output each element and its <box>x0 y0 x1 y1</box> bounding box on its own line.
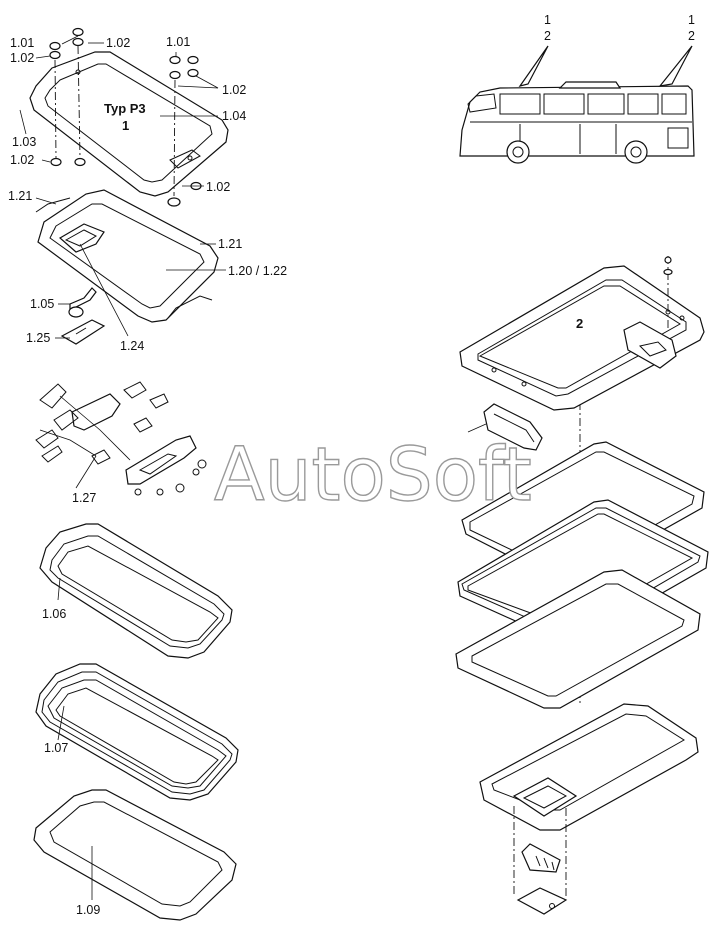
label-1-02-b: 1.02 <box>106 36 130 50</box>
glass-frame-1.07 <box>35 663 239 801</box>
label-1-03: 1.03 <box>12 135 36 149</box>
bus-label-left-1: 1 <box>544 13 551 27</box>
roof-hatch-frame-2 <box>459 256 705 411</box>
roof-hatch-housing-1 <box>35 189 219 323</box>
assembly-1-type: Typ P3 <box>104 101 146 116</box>
label-1-06: 1.06 <box>42 607 66 621</box>
label-1-21-a: 1.21 <box>8 189 32 203</box>
glass-frame-2 <box>457 499 709 643</box>
label-1-21-b: 1.21 <box>218 237 242 251</box>
mechanism-exploded-view <box>35 381 207 496</box>
interior-trim-2 <box>479 703 699 831</box>
bus-label-left-2: 2 <box>544 29 551 43</box>
seal-ring-2 <box>455 569 701 709</box>
leaders-left <box>19 35 226 900</box>
label-1-07: 1.07 <box>44 741 68 755</box>
assembly-1-number: 1 <box>122 118 129 133</box>
actuator-2 <box>513 806 568 915</box>
bolts-group-top <box>49 27 202 207</box>
bus-label-right-1: 1 <box>688 13 695 27</box>
label-1-02-a: 1.02 <box>10 51 34 65</box>
label-1-02-d: 1.02 <box>10 153 34 167</box>
label-1-25: 1.25 <box>26 331 50 345</box>
glass-pane-1.06 <box>39 523 233 659</box>
bus-illustration <box>459 45 695 164</box>
mechanism-2 <box>467 403 543 451</box>
label-1-01-a: 1.01 <box>10 36 34 50</box>
latch-parts <box>60 287 106 345</box>
seal-ring-1.09 <box>33 789 237 921</box>
label-1-27: 1.27 <box>72 491 96 505</box>
label-1-09: 1.09 <box>76 903 100 917</box>
watermark: AutoSoft <box>214 432 532 518</box>
label-1-24: 1.24 <box>120 339 144 353</box>
label-1-04: 1.04 <box>222 109 246 123</box>
label-1-01-b: 1.01 <box>166 35 190 49</box>
label-1-05: 1.05 <box>30 297 54 311</box>
roof-hatch-frame-1 <box>29 51 229 197</box>
label-1-02-c: 1.02 <box>222 83 246 97</box>
label-1-20-1-22: 1.20 / 1.22 <box>228 264 287 278</box>
assembly-2-number: 2 <box>576 316 583 331</box>
label-1-02-e: 1.02 <box>206 180 230 194</box>
bus-label-right-2: 2 <box>688 29 695 43</box>
